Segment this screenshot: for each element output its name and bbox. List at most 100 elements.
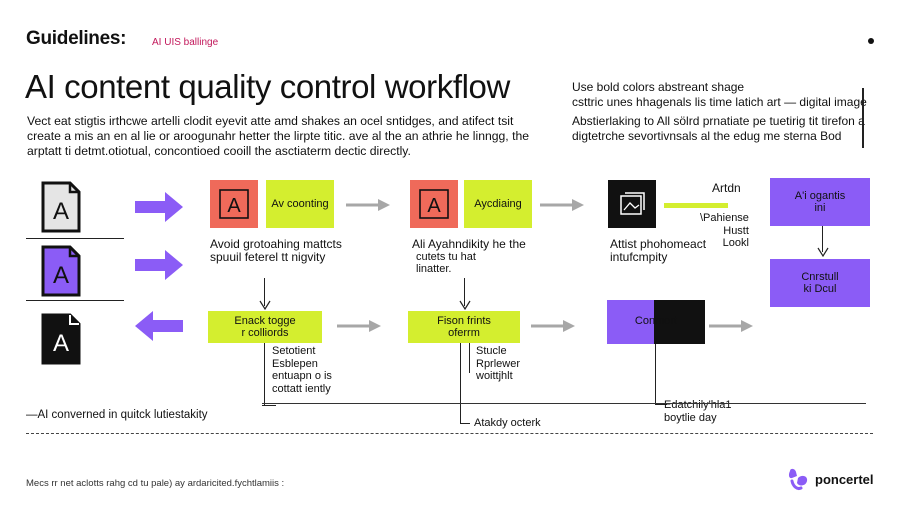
side-note-line: csttric unes hhagenals lis time latich a…: [572, 94, 867, 109]
arrow-right-icon: [346, 199, 390, 211]
intro-line: create a mis an en al lie or aroogunahr …: [27, 129, 530, 143]
stage3-bottom-note: Edatchily'hla1 boytlie day: [664, 399, 732, 424]
stage2-description: Ali Ayahndikity he the cutets tu hat lin…: [412, 238, 526, 276]
side-line: \Pahiense: [700, 212, 749, 224]
arrow-right-icon: [709, 320, 753, 332]
svg-text:A: A: [427, 195, 441, 217]
section-tag: AI UIS ballinge: [152, 37, 219, 48]
desc-line: Attist phohomeact: [610, 237, 707, 251]
connector: [655, 404, 667, 406]
connector: [264, 343, 266, 405]
divider: [262, 403, 866, 404]
section-title: Guidelines:: [26, 28, 127, 49]
stage2-note: Stucle Rprlewer woittjhlt: [476, 345, 520, 383]
note-line: Stucle: [476, 345, 507, 357]
desc-line: spuuil feterel tt nigvity: [210, 249, 326, 264]
action-line: Enack togge: [234, 315, 296, 327]
document-icon: A: [40, 180, 82, 234]
desc-line: intufcmpity: [610, 249, 668, 264]
note-line: entuapn o is: [272, 370, 332, 382]
stage1-label-box: Av coonting: [266, 180, 334, 228]
action-label: Conmort: [634, 315, 678, 327]
intro-paragraph: Vect eat stigtis irthcwe artelli clodit …: [27, 114, 547, 159]
svg-text:A: A: [53, 262, 69, 289]
connector: [655, 344, 657, 404]
arrow-down-icon: [259, 300, 271, 310]
desc-line: cutets tu hat: [416, 250, 476, 263]
arrow-right-icon: [337, 320, 381, 332]
arrow-right-icon: [135, 250, 183, 280]
page-headline: AI content quality control workflow: [25, 68, 510, 105]
connector: [464, 278, 466, 306]
image-frame-icon: [608, 180, 656, 228]
action-line: Fison frints: [437, 315, 491, 327]
progress-bar: [664, 203, 728, 208]
stage1-note: Setotient Esblepen entuapn o is cottatt …: [272, 345, 332, 395]
desc-line: Ali Ayahndikity he the: [412, 237, 526, 251]
side-note-line: Use bold colors abstreant shage: [572, 80, 745, 94]
document-icon: A: [40, 244, 82, 298]
intro-line: Vect eat stigtis irthcwe artelli clodit …: [27, 114, 514, 128]
connector: [822, 226, 824, 252]
document-icon: A: [40, 312, 82, 366]
action-line: r colliords: [241, 327, 289, 339]
divider: [26, 433, 873, 434]
stage3-description: Attist phohomeact intufcmpity: [610, 238, 706, 263]
divider: [26, 300, 124, 302]
footer-caption: Mecs rr net aclotts rahg cd tu pale) ay …: [26, 478, 285, 489]
stage2-label-box: Aycdiaing: [464, 180, 532, 228]
stage3-top-label: Artdn: [712, 181, 741, 195]
brand-name: poncertel: [815, 472, 874, 487]
side-line: Hustt: [723, 224, 749, 237]
svg-text:A: A: [53, 198, 69, 225]
menu-dot-icon[interactable]: [868, 38, 874, 44]
intro-line: arptatt ti detmt.otiotual, concontioed c…: [27, 144, 411, 158]
arrow-down-icon: [459, 300, 471, 310]
svg-text:A: A: [227, 195, 241, 217]
box-line: A'i ogantis: [794, 190, 846, 202]
side-line: Lookl: [722, 237, 749, 249]
arrow-right-icon: [540, 199, 584, 211]
action-line: oferrm: [448, 327, 480, 339]
note-line: Edatchily'hla1: [664, 399, 732, 411]
note-line: woittjhlt: [476, 370, 513, 382]
arrow-right-icon: [531, 320, 575, 332]
divider: [26, 238, 124, 240]
stage1-description: Avoid grotoahing mattcts spuuil feterel …: [210, 238, 342, 263]
connector: [460, 343, 462, 423]
arrow-down-icon: [817, 247, 829, 257]
note-line: Setotient: [272, 345, 316, 357]
box-line: ki Dcul: [803, 283, 837, 295]
connector: [469, 343, 471, 373]
desc-line: Avoid grotoahing mattcts: [210, 237, 342, 251]
connector: [264, 405, 276, 407]
note-line: Rprlewer: [476, 357, 521, 370]
box-line: Cnrstull: [801, 271, 839, 283]
arrow-right-icon: [135, 192, 183, 222]
brand-logo-icon: [786, 466, 812, 492]
svg-text:A: A: [53, 330, 69, 357]
ai-content-icon: A: [410, 180, 458, 228]
side-note: Use bold colors abstreant shage csttric …: [572, 80, 867, 143]
stage3-side-text: \Pahiense Hustt Lookl: [700, 212, 749, 250]
arrow-left-icon: [135, 311, 183, 341]
side-note-line: digtetrche sevortivnsals al the edug me …: [572, 128, 842, 143]
stage2-bottom-note: Atakdy octerk: [474, 417, 541, 429]
connector: [460, 423, 470, 425]
stage3-action-box: Conmort: [607, 300, 705, 344]
note-line: cottatt iently: [272, 382, 331, 395]
side-note-line: Abstierlaking to All sölrd prnatiate pe …: [572, 114, 865, 128]
connector: [264, 278, 266, 306]
note-line: Esblepen: [272, 357, 318, 370]
box-line: ini: [814, 202, 826, 214]
note-line: boytlie day: [664, 411, 717, 424]
ai-content-icon: A: [210, 180, 258, 228]
side-note-rule: [862, 88, 864, 148]
desc-line: linatter.: [416, 263, 452, 275]
connector: [262, 405, 264, 407]
left-note: —AI converned in quitck lutiestakity: [26, 409, 208, 421]
